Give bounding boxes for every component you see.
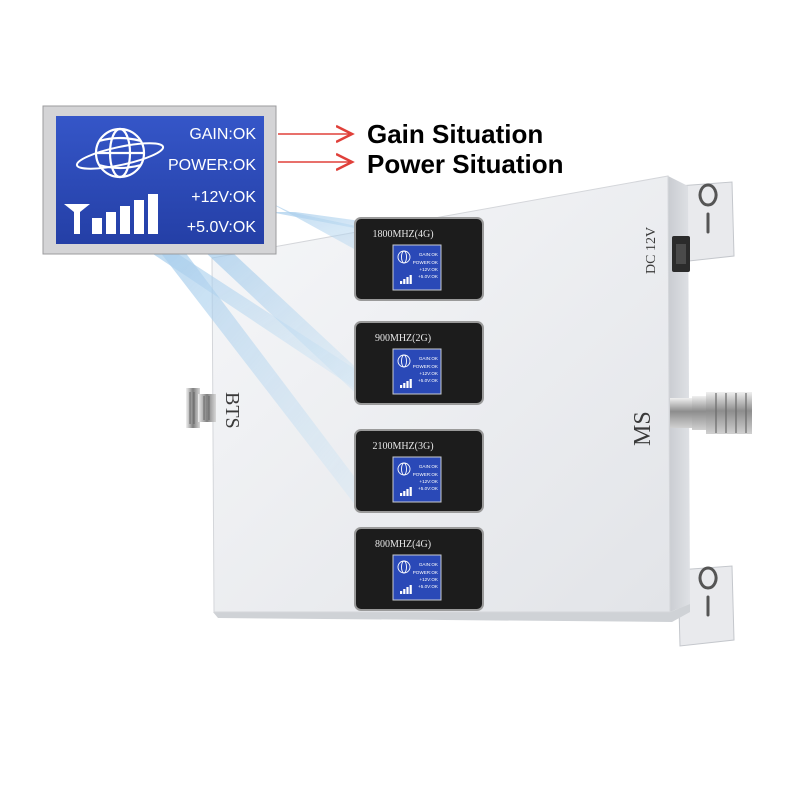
mini-v5-status: +5.0V:OK — [418, 486, 439, 491]
mini-v12-status: +12V:OK — [419, 479, 439, 484]
mini-v12-status: +12V:OK — [419, 577, 439, 582]
signal-bars-icon — [64, 194, 158, 234]
dc-power-jack — [672, 236, 690, 272]
mini-gain-status: GAIN:OK — [419, 562, 439, 567]
power-situation-label: Power Situation — [367, 149, 563, 179]
globe-icon — [397, 354, 411, 368]
mini-power-status: POWER:OK — [413, 570, 439, 575]
main-5v-status: +5.0V:OK — [187, 219, 257, 236]
main-gain-status: GAIN:OK — [189, 126, 256, 143]
band-label: 1800MHZ(4G) — [372, 229, 433, 240]
ms-port-label: MS — [630, 411, 656, 446]
band-label: 800MHZ(4G) — [375, 539, 431, 550]
main-display-callout: GAIN:OK POWER:OK +12V:OK +5.0V:OK — [42, 105, 277, 255]
globe-icon — [397, 560, 411, 574]
mount-bracket-bottom — [677, 565, 735, 647]
signal-bars-icon — [400, 275, 412, 284]
bts-port-label: BTS — [221, 392, 243, 429]
globe-icon — [75, 127, 165, 179]
mini-power-status: POWER:OK — [413, 260, 439, 265]
globe-icon — [397, 250, 411, 264]
mini-v5-status: +5.0V:OK — [418, 584, 439, 589]
band-panel: 900MHZ(2G) GAIN:OK POWER:OK +12V:OK +5.0V:OK — [354, 321, 484, 405]
band-panel: 1800MHZ(4G) GAIN:OK POWER:OK +12V:OK +5.0V:O… — [354, 217, 484, 301]
mini-gain-status: GAIN:OK — [419, 464, 439, 469]
band-label: 900MHZ(2G) — [375, 333, 431, 344]
mini-v5-status: +5.0V:OK — [418, 378, 439, 383]
callout-arrows — [278, 134, 352, 162]
mini-power-status: POWER:OK — [413, 364, 439, 369]
signal-bars-icon — [400, 585, 412, 594]
mini-v5-status: +5.0V:OK — [418, 274, 439, 279]
main-12v-status: +12V:OK — [191, 189, 256, 206]
bts-connector — [186, 388, 216, 428]
gain-situation-label: Gain Situation — [367, 119, 543, 149]
ms-connector — [670, 392, 752, 434]
band-panel: 2100MHZ(3G) GAIN:OK POWER:OK +12V:OK +5.0V:O… — [354, 429, 484, 513]
band-label: 2100MHZ(3G) — [372, 441, 433, 452]
band-panel: 800MHZ(4G) GAIN:OK POWER:OK +12V:OK +5.0V:OK — [354, 527, 484, 611]
mini-gain-status: GAIN:OK — [419, 252, 439, 257]
mini-v12-status: +12V:OK — [419, 371, 439, 376]
dc-power-label: DC 12V — [644, 227, 659, 274]
main-power-status: POWER:OK — [168, 157, 256, 174]
mini-v12-status: +12V:OK — [419, 267, 439, 272]
globe-icon — [397, 462, 411, 476]
mini-gain-status: GAIN:OK — [419, 356, 439, 361]
mini-power-status: POWER:OK — [413, 472, 439, 477]
signal-bars-icon — [400, 379, 412, 388]
signal-bars-icon — [400, 487, 412, 496]
main-lcd-screen — [56, 116, 264, 244]
band-panels: 1800MHZ(4G) GAIN:OK POWER:OK +12V:OK +5.0V:O… — [354, 217, 484, 611]
